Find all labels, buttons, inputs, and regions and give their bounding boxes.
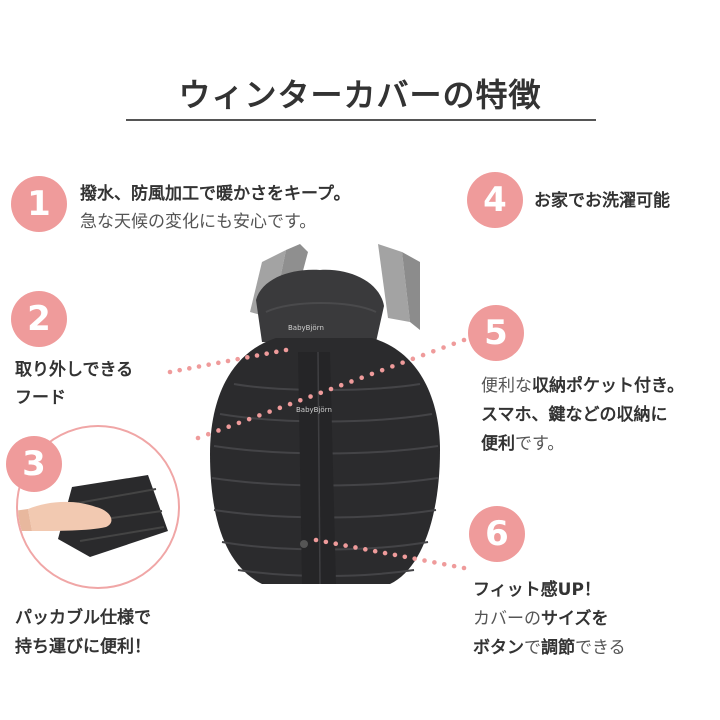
leader-dot <box>338 382 344 388</box>
body-brand-label: BabyBjörn <box>296 406 332 414</box>
feature-4-badge: 4 <box>467 172 523 228</box>
leader-dot <box>225 358 231 364</box>
leader-dot <box>400 360 405 365</box>
leader-dot <box>461 337 467 343</box>
leader-dot <box>379 367 385 373</box>
feature-5-badge: 5 <box>468 305 524 361</box>
leader-dot <box>283 347 289 353</box>
feature-5-line1-pre: 便利な <box>481 376 532 396</box>
leader-dot <box>451 341 457 347</box>
feature-6-badge: 6 <box>469 506 525 562</box>
feature-6-line2-pre: カバーの <box>473 609 541 629</box>
feature-3-line2: 持ち運びに便利！ <box>15 637 151 657</box>
adjust-button <box>300 540 308 548</box>
leader-dot <box>235 356 240 362</box>
feature-5-line2: スマホ、鍵などの収納に <box>481 405 668 425</box>
hand <box>28 501 112 531</box>
leader-dot <box>432 560 437 565</box>
feature-6-line3-mid: で <box>524 638 541 658</box>
leader-dot <box>410 356 416 362</box>
packed-cover-image <box>18 475 168 557</box>
title-underline <box>126 119 596 121</box>
feature-6-line1: フィット感UP！ <box>473 580 601 600</box>
leader-dot <box>167 369 173 375</box>
leader-dot <box>328 386 334 392</box>
feature-5-line3: 便利です。 <box>481 430 564 459</box>
leader-dot <box>441 561 447 567</box>
leader-dot <box>369 371 375 377</box>
feature-6-line3-post: できる <box>575 638 626 658</box>
leader-dot <box>205 431 211 437</box>
feature-6-line2-bold: サイズ <box>541 609 592 629</box>
feature-4-line1: お家でお洗濯可能 <box>534 191 670 211</box>
leader-dot <box>318 390 324 396</box>
leader-dot <box>412 556 417 561</box>
leader-dot <box>420 352 426 358</box>
leader-dot <box>298 398 303 403</box>
leader-dot <box>264 351 269 356</box>
feature-5-line1-bold: 収納ポケット付き。 <box>532 376 685 396</box>
feature-3-badge: 3 <box>6 436 62 492</box>
feature-6-line2: カバーのサイズを <box>473 605 609 634</box>
leader-dot <box>308 394 313 399</box>
leader-dot <box>277 405 283 411</box>
leader-dot <box>461 565 467 571</box>
leader-dot <box>274 349 279 355</box>
leader-dot <box>287 401 293 407</box>
hood <box>256 269 384 342</box>
leader-dot <box>333 541 339 547</box>
leader-dot <box>402 554 408 560</box>
leader-dot <box>216 428 221 433</box>
leader-dot <box>216 360 221 366</box>
hood-brand-label: BabyBjörn <box>288 324 324 332</box>
leader-dot <box>422 558 427 563</box>
leader-dot <box>323 539 329 545</box>
feature-6-line2-post: を <box>591 609 609 629</box>
leader-dot <box>267 409 272 414</box>
feature-2-line2: フード <box>15 388 66 408</box>
feature-2-badge: 2 <box>11 291 67 347</box>
leader-dot <box>451 563 457 569</box>
packable-photo <box>16 425 180 589</box>
leader-dot <box>254 353 260 358</box>
leader-dot <box>226 424 231 429</box>
feature-5-line3-rest: です。 <box>515 434 565 454</box>
leader-dots <box>167 337 467 571</box>
feature-1-line1: 撥水、防風加工で暖かさをキープ。 <box>80 184 351 204</box>
feature-3-line1: パッカブル仕様で <box>15 608 151 628</box>
leader-dot <box>390 364 395 369</box>
page-title: ウィンターカバーの特徴 <box>178 76 542 114</box>
leader-dot <box>236 420 242 426</box>
leader-dot <box>363 547 368 552</box>
leader-dot <box>206 362 211 367</box>
feature-1-line2: 急な天候の変化にも安心です。 <box>80 212 317 232</box>
feature-5-line3-bold: 便利 <box>481 434 515 454</box>
feature-6-line3-bold: ボタン <box>473 638 524 658</box>
leader-dot <box>441 345 446 350</box>
feature-6-line3: ボタンで調節できる <box>473 634 626 663</box>
leader-dot <box>372 548 378 554</box>
leader-dot <box>431 349 436 354</box>
leader-dot <box>313 537 319 543</box>
leader-dot <box>257 413 262 418</box>
feature-6-line3-bold2: 調節 <box>541 638 575 658</box>
leader-dot <box>196 364 202 369</box>
feature-1-badge: 1 <box>11 176 67 232</box>
leader-dot <box>343 543 348 548</box>
leader-dot <box>359 375 364 380</box>
right-strap <box>378 244 410 322</box>
leader-dot <box>382 550 388 556</box>
leader-dot <box>392 552 398 558</box>
leader-dot <box>353 545 358 550</box>
leader-dot <box>187 366 192 371</box>
leader-dot <box>245 355 250 360</box>
leader-dot <box>195 435 201 441</box>
feature-5-line1: 便利な収納ポケット付き。 <box>481 372 684 401</box>
leader-dot <box>246 416 252 422</box>
leader-dot <box>349 379 354 384</box>
leader-dot <box>177 367 182 373</box>
feature-2-line1: 取り外しできる <box>15 360 134 380</box>
